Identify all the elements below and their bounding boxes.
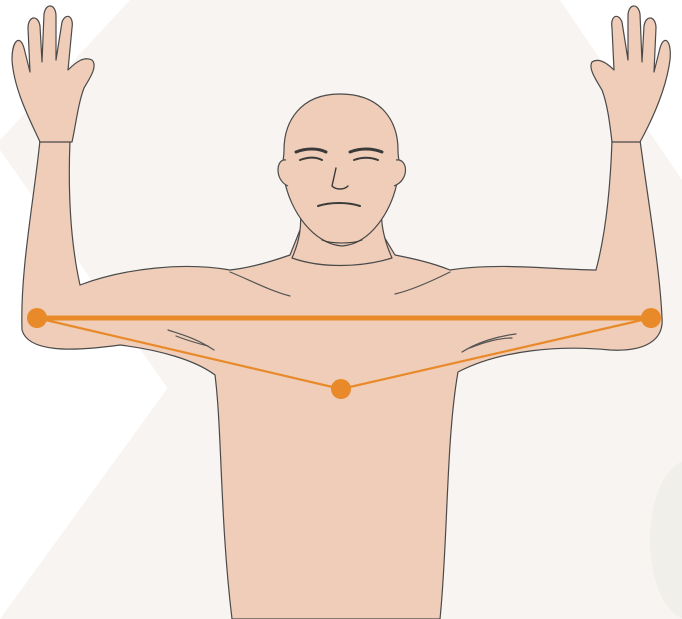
right-elbow-dot-icon (641, 308, 661, 328)
left-elbow-dot-icon (27, 308, 47, 328)
sternum-dot-icon (331, 379, 351, 399)
